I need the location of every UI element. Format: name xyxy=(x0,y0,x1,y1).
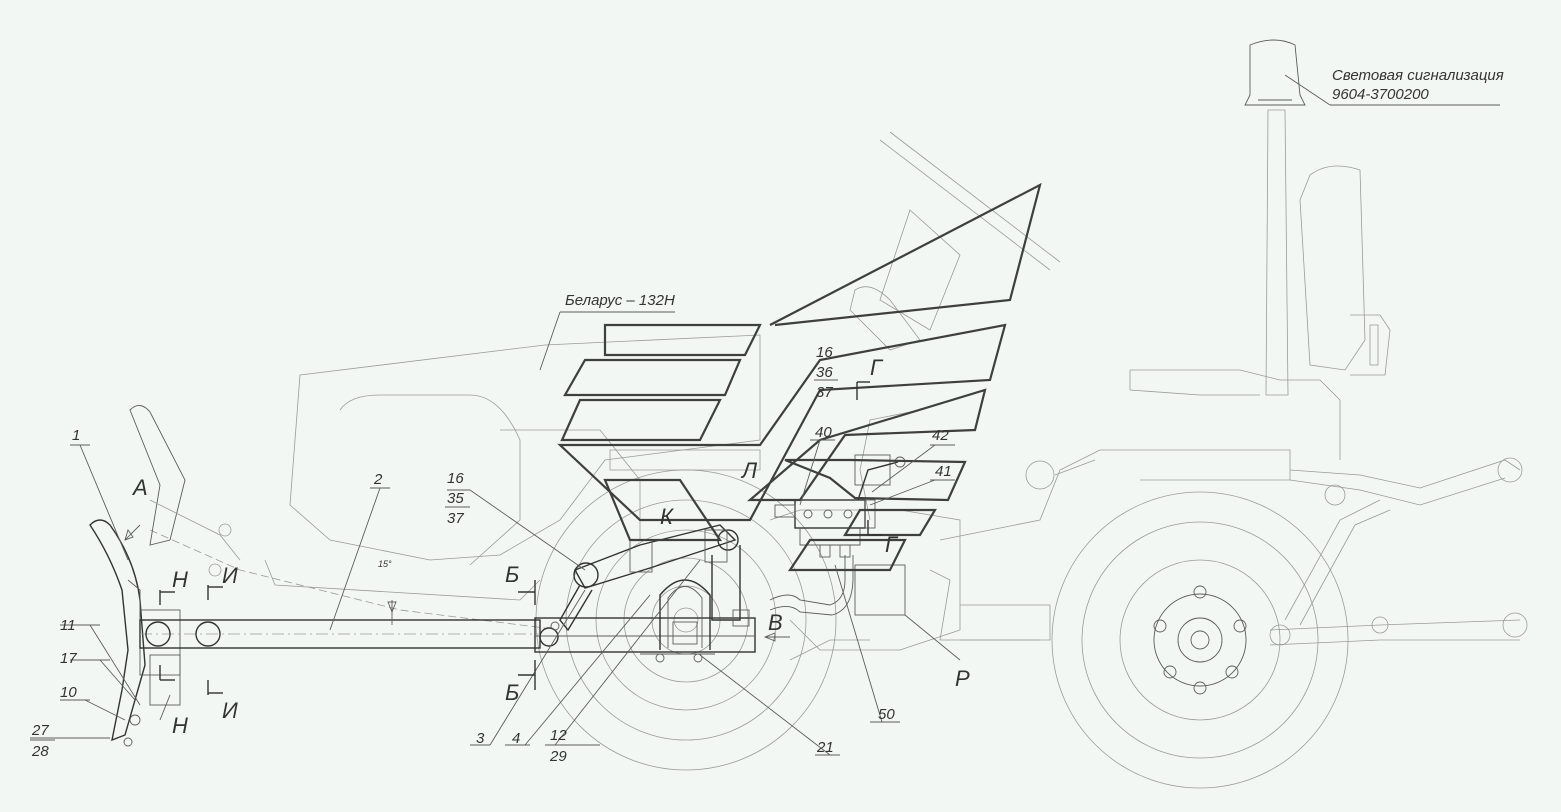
view-A: А xyxy=(131,475,148,500)
pos-40: 40 xyxy=(815,424,832,441)
pos-36: 36 xyxy=(816,364,833,381)
pos-50: 50 xyxy=(878,706,895,723)
section-B-lower: Б xyxy=(505,680,519,705)
pos-3: 3 xyxy=(476,730,485,747)
pos-37-upper: 37 xyxy=(816,384,833,401)
pos-16-lower: 16 xyxy=(447,470,464,487)
view-K: К xyxy=(660,504,674,529)
pos-12: 12 xyxy=(550,727,567,744)
labels: Световая сигнализация 9604-3700200 Белар… xyxy=(30,67,1504,765)
pos-10: 10 xyxy=(60,684,77,701)
view-L: Л xyxy=(740,458,758,483)
front-wheel xyxy=(535,469,837,771)
pos-28: 28 xyxy=(31,743,49,760)
dozer-blade xyxy=(89,405,241,747)
pos-2: 2 xyxy=(373,471,383,488)
leader-lines xyxy=(30,74,1500,756)
view-V: В xyxy=(768,610,783,635)
section-I-lower: И xyxy=(222,698,238,723)
pos-29: 29 xyxy=(549,748,567,765)
view-R: Р xyxy=(955,666,970,691)
angle-label: 15° xyxy=(378,559,392,569)
model-label: Беларус – 132Н xyxy=(565,292,675,309)
signal-title: Световая сигнализация xyxy=(1332,67,1504,84)
pos-35: 35 xyxy=(447,490,464,507)
pos-27: 27 xyxy=(31,722,49,739)
section-N-upper: Н xyxy=(172,567,188,592)
push-frame xyxy=(139,579,756,663)
view-frames xyxy=(557,182,1042,572)
pos-42: 42 xyxy=(932,427,949,444)
pos-1: 1 xyxy=(72,427,80,444)
section-B-upper: Б xyxy=(505,562,519,587)
section-markers xyxy=(124,381,882,695)
signal-code: 9604-3700200 xyxy=(1332,86,1429,103)
tractor-body xyxy=(264,39,1528,661)
pos-4: 4 xyxy=(512,730,520,747)
pos-11: 11 xyxy=(60,617,76,634)
control-valve xyxy=(774,456,906,558)
pos-21: 21 xyxy=(816,739,834,756)
pos-41: 41 xyxy=(935,463,952,480)
section-I-upper: И xyxy=(222,563,238,588)
section-N-lower: Н xyxy=(172,713,188,738)
pos-17: 17 xyxy=(60,650,77,667)
pos-37-lower: 37 xyxy=(447,510,464,527)
pos-16-upper: 16 xyxy=(816,344,833,361)
rear-wheel xyxy=(1051,491,1349,789)
section-G-lower: Г xyxy=(885,532,899,557)
section-G-upper: Г xyxy=(870,355,884,380)
